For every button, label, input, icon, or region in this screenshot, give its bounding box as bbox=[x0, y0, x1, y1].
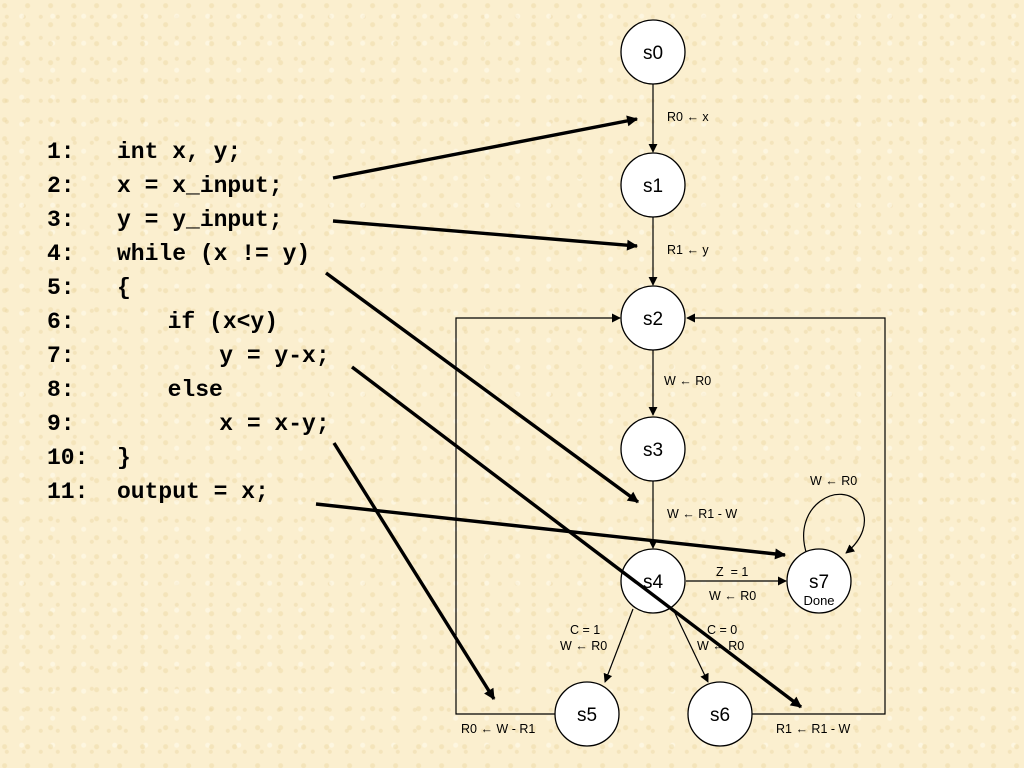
code-line-num: 2: bbox=[47, 173, 75, 199]
state-s7-sublabel: Done bbox=[803, 593, 834, 608]
edge-label-s2-s3: W ← R0 bbox=[664, 374, 711, 388]
edge-s6-s2 bbox=[686, 313, 886, 715]
code-line-text: } bbox=[117, 445, 131, 471]
edge-label-s5-s2: R0 ← W - R1 bbox=[461, 722, 535, 736]
code-line-num: 5: bbox=[47, 275, 75, 301]
state-s6-label: s6 bbox=[710, 705, 730, 726]
code-listing: 1: int x, y; 2: x = x_input; 3: y = y_in… bbox=[47, 139, 330, 505]
state-s7-circle bbox=[786, 548, 852, 614]
fsm-edge-labels: R0 ← x R1 ← y W ← R0 W ← R1 - W Z = 1 W … bbox=[461, 110, 857, 736]
state-s2-circle bbox=[620, 285, 686, 351]
code-line-num: 7: bbox=[47, 343, 75, 369]
map-arrow-line7-to-s6 bbox=[350, 365, 803, 709]
edge-label-s7-self: W ← R0 bbox=[810, 474, 857, 488]
state-s3: s3 bbox=[620, 416, 686, 482]
state-s7: s7 Done bbox=[786, 548, 852, 614]
code-line-text: while (x != y) bbox=[117, 241, 310, 267]
code-line-num: 6: bbox=[47, 309, 75, 335]
code-line-text: x = x_input; bbox=[117, 173, 283, 199]
code-line-text: y = y_input; bbox=[117, 207, 283, 233]
state-s1-label: s1 bbox=[643, 176, 663, 197]
code-line-num: 1: bbox=[47, 139, 75, 165]
edge-label-s4-s6-condition: C = 0 bbox=[707, 623, 737, 637]
state-s0: s0 bbox=[620, 19, 686, 85]
code-line-text: { bbox=[117, 275, 131, 301]
edge-label-s4-s5-action: W ← R0 bbox=[560, 639, 607, 653]
state-s1-circle bbox=[620, 152, 686, 218]
map-arrow-line2-to-s0s1 bbox=[332, 115, 639, 180]
state-s6-circle bbox=[687, 681, 753, 747]
state-s2-label: s2 bbox=[643, 309, 663, 330]
state-s7-label: s7 bbox=[809, 572, 829, 593]
state-s0-circle bbox=[620, 19, 686, 85]
state-s4-circle bbox=[620, 548, 686, 614]
code-line-num: 3: bbox=[47, 207, 75, 233]
map-arrow-line11-to-s7 bbox=[315, 502, 787, 560]
map-arrow-line3-to-s1s2 bbox=[332, 219, 639, 251]
edge-s7-self-loop bbox=[803, 493, 865, 556]
state-s5: s5 bbox=[554, 681, 620, 747]
code-line-text: if (x<y) bbox=[140, 309, 278, 335]
state-s5-circle bbox=[554, 681, 620, 747]
edge-label-s4-s5-condition: C = 1 bbox=[570, 623, 600, 637]
state-s4: s4 bbox=[620, 548, 686, 614]
edge-s4-s5 bbox=[603, 608, 634, 683]
edge-label-s1-s2: R1 ← y bbox=[667, 243, 709, 257]
fsm-states: s0 s1 s2 s3 s4 s5 s6 s7 Done bbox=[554, 19, 852, 747]
code-mapping-arrows bbox=[315, 115, 803, 709]
code-line-text: x = x-y; bbox=[164, 411, 330, 437]
code-line-num: 11: bbox=[47, 479, 88, 505]
state-s6: s6 bbox=[687, 681, 753, 747]
state-s3-label: s3 bbox=[643, 440, 663, 461]
edge-label-s3-s4: W ← R1 - W bbox=[667, 507, 737, 521]
state-s5-label: s5 bbox=[577, 705, 597, 726]
state-s4-label: s4 bbox=[643, 572, 664, 593]
code-line-num: 10: bbox=[47, 445, 88, 471]
code-line-num: 9: bbox=[47, 411, 75, 437]
edge-label-s4-s7-condition: Z = 1 bbox=[716, 565, 748, 579]
edge-s4-s6 bbox=[672, 608, 709, 683]
state-s1: s1 bbox=[620, 152, 686, 218]
state-s0-label: s0 bbox=[643, 43, 663, 64]
edge-label-s0-s1: R0 ← x bbox=[667, 110, 709, 124]
code-line-text: y = y-x; bbox=[164, 343, 330, 369]
state-s2: s2 bbox=[620, 285, 686, 351]
edge-s5-s2 bbox=[455, 313, 621, 715]
code-line-num: 8: bbox=[47, 377, 75, 403]
map-arrow-line9-to-s5 bbox=[332, 442, 496, 700]
code-line-text: output = x; bbox=[117, 479, 269, 505]
edge-label-s6-s2: R1 ← R1 - W bbox=[776, 722, 851, 736]
code-line-num: 4: bbox=[47, 241, 75, 267]
edge-label-s4-s7-action: W ← R0 bbox=[709, 589, 756, 603]
code-line-text: else bbox=[140, 377, 223, 403]
state-s3-circle bbox=[620, 416, 686, 482]
map-arrow-line4-to-s3s4 bbox=[324, 271, 640, 504]
code-line-text: int x, y; bbox=[117, 139, 241, 165]
fsm-edges bbox=[455, 83, 886, 715]
